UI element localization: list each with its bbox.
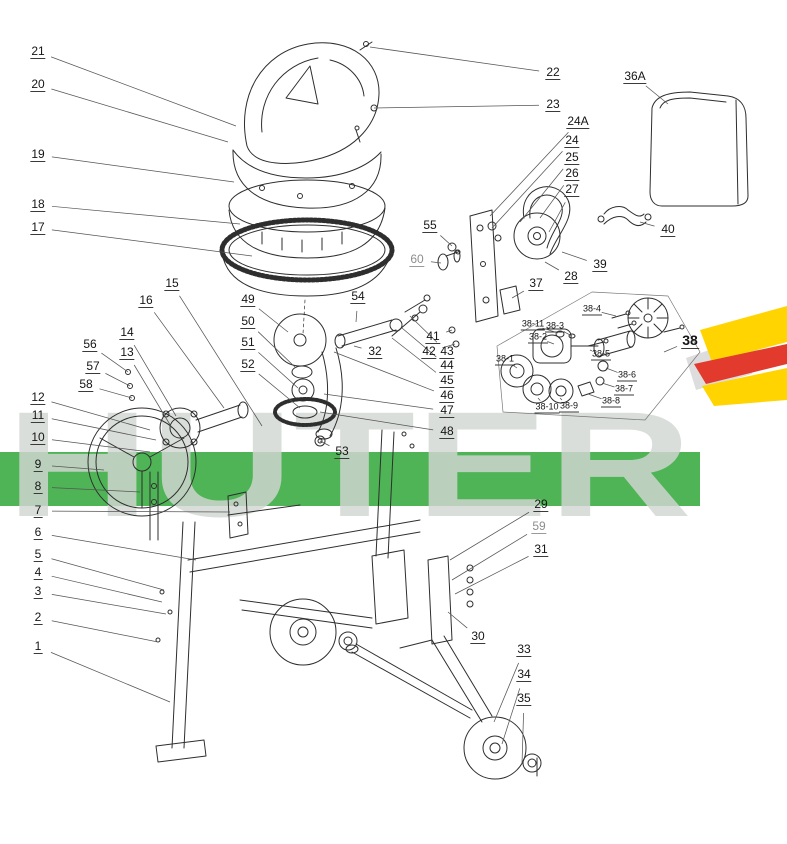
leader-lines bbox=[50, 46, 678, 765]
watermark: HUTER bbox=[0, 380, 700, 548]
drum-ring-drawing bbox=[228, 179, 386, 259]
cover-band-drawing bbox=[232, 104, 382, 209]
left-wheel-drawing bbox=[269, 598, 358, 666]
motor-assembly-drawing bbox=[496, 291, 701, 421]
belt-guard-drawing bbox=[649, 91, 749, 207]
pulley-belt-drawing bbox=[437, 186, 571, 271]
mount-plate-drawing bbox=[469, 209, 521, 323]
shaft-drawing bbox=[334, 294, 460, 349]
brand-logo bbox=[686, 306, 787, 406]
towbar-drawing bbox=[345, 555, 542, 780]
watermark-text: HUTER bbox=[6, 380, 692, 548]
handle-drawing bbox=[597, 206, 652, 227]
drum-cover-drawing bbox=[243, 41, 380, 164]
bearing-flange-drawing bbox=[125, 369, 249, 449]
disc-stack-drawing bbox=[273, 299, 337, 447]
ring-gear-drawing bbox=[219, 217, 395, 297]
